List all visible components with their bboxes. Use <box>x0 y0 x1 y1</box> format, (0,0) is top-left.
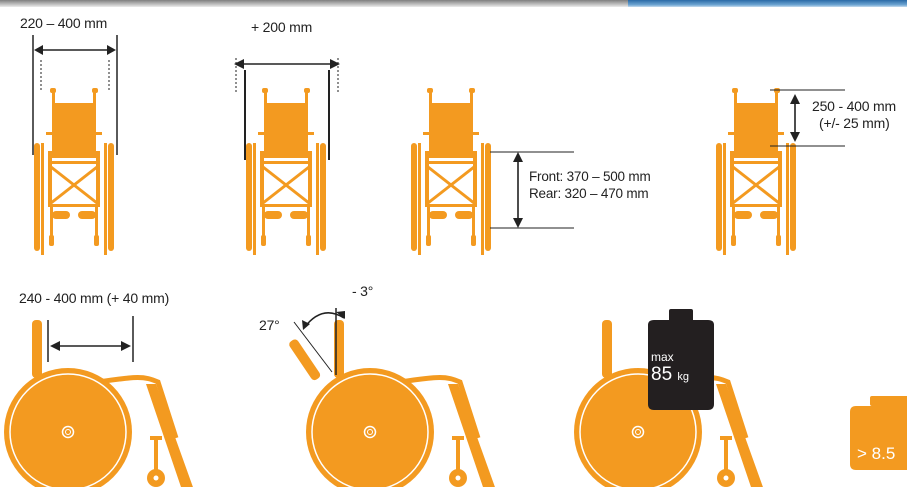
backrest-height-adjust-label: (+/- 25 mm) <box>819 115 890 131</box>
max-load-value: 85 kg <box>651 364 689 386</box>
wheelchair-side-max-load <box>574 309 764 487</box>
backrest-angle-back-label: 27° <box>259 317 280 333</box>
weight-partial-block <box>850 396 907 470</box>
max-load-caption: max <box>651 350 674 364</box>
wheelchair-side-backrest-angle <box>289 308 496 487</box>
seat-width-label: 220 – 400 mm <box>20 15 108 31</box>
max-load-number: 85 <box>651 364 673 385</box>
max-load-unit: kg <box>677 371 690 383</box>
seat-height-rear-label: Rear: 320 – 470 mm <box>529 186 649 201</box>
wheelchair-front-backrest-height <box>714 86 845 257</box>
wheelchair-front-seat-height <box>409 86 574 257</box>
wheelchair-side-seat-depth <box>4 316 194 487</box>
top-bar-accent <box>628 0 907 7</box>
weight-icon <box>669 309 693 322</box>
width-extension-label: + 200 mm <box>251 19 313 35</box>
top-bar <box>0 0 907 7</box>
wheelchair-front-extension <box>234 58 340 257</box>
seat-depth-label: 240 - 400 mm (+ 40 mm) <box>19 290 170 306</box>
seat-height-front-label: Front: 370 – 500 mm <box>529 169 651 184</box>
backrest-height-label: 250 - 400 mm <box>812 98 896 114</box>
backrest-angle-front-label: - 3° <box>352 283 374 299</box>
wheelchair-front-width <box>32 35 118 257</box>
weight-partial-value: > 8.5 <box>857 444 896 463</box>
